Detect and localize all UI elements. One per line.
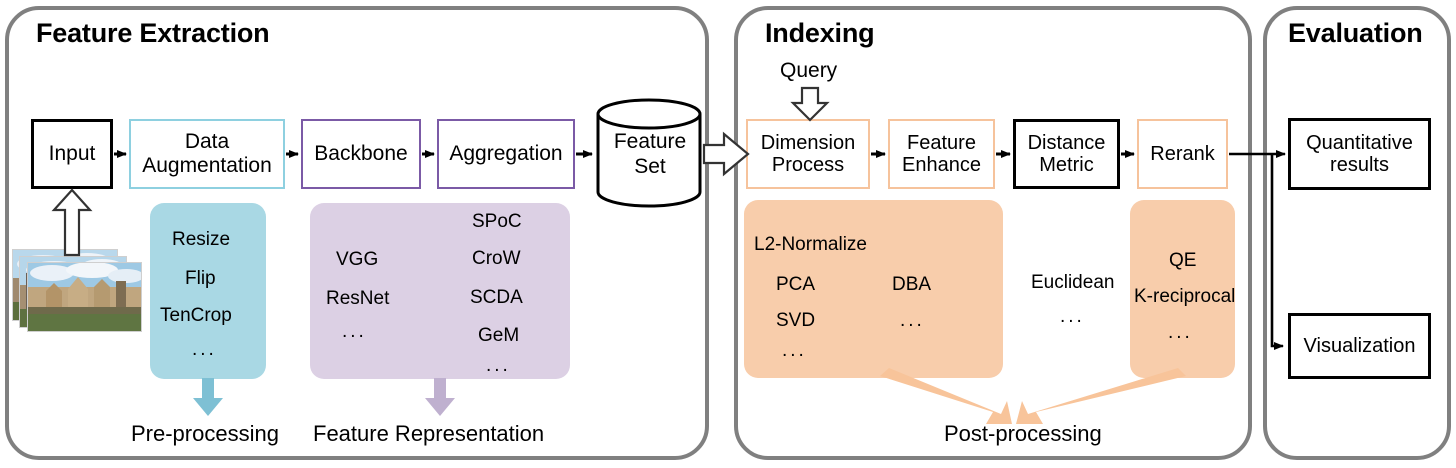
box-dimension-process[interactable]: Dimension Process [746, 119, 870, 189]
box-rerank-label: Rerank [1150, 142, 1215, 165]
box-backbone-label: Backbone [314, 142, 408, 166]
query-label: Query [780, 59, 838, 82]
pool-rerank-item-1: K-reciprocal [1134, 286, 1236, 307]
pool-preprocessing: Resize Flip TenCrop ... [150, 203, 266, 379]
pool-enhance-item-1: ... [900, 310, 925, 331]
pool-dimension-item-3: ... [782, 340, 807, 361]
box-quantitative-results[interactable]: Quantitative results [1288, 118, 1431, 190]
thumbnail-image-front [27, 262, 142, 332]
box-data-augmentation-label-line2: Augmentation [142, 154, 272, 177]
box-input-label: Input [48, 142, 96, 166]
pool-preprocessing-item-3: ... [192, 339, 217, 360]
box-dimension-process-label-line2: Process [771, 154, 845, 176]
pool-backbone-item-1: ResNet [326, 288, 390, 309]
box-input[interactable]: Input [31, 119, 113, 189]
pool-backbone-item-0: VGG [336, 249, 379, 270]
box-data-augmentation[interactable]: Data Augmentation [129, 119, 285, 189]
pool-dimension-item-1: PCA [776, 274, 816, 295]
pool-rerank-item-0: QE [1169, 250, 1197, 271]
box-distance-metric[interactable]: Distance Metric [1013, 119, 1120, 189]
box-aggregation[interactable]: Aggregation [437, 119, 575, 189]
pool-feature-representation: VGG ResNet ... SPoC CroW SCDA GeM ... [310, 203, 570, 379]
pool-aggregation-item-0: SPoC [472, 211, 522, 232]
distance-item-1: ... [1060, 306, 1085, 327]
pool-rerank: QE K-reciprocal ... [1130, 200, 1235, 378]
box-feature-enhance[interactable]: Feature Enhance [888, 119, 995, 189]
box-visualization[interactable]: Visualization [1288, 313, 1431, 379]
cylinder-feature-set-label-line1: Feature [613, 130, 687, 153]
pool-rerank-item-2: ... [1168, 322, 1193, 343]
pool-dimension-item-2: SVD [776, 310, 816, 331]
pool-preprocessing-item-0: Resize [172, 229, 231, 250]
cylinder-feature-set[interactable] [594, 98, 704, 208]
panel-title-indexing: Indexing [765, 18, 875, 48]
cylinder-feature-set-label-line2: Set [634, 155, 666, 178]
panel-evaluation [1263, 6, 1451, 460]
pool-preprocessing-item-2: TenCrop [160, 305, 232, 326]
box-aggregation-label: Aggregation [449, 142, 563, 166]
caption-feature-representation: Feature Representation [313, 421, 545, 446]
pool-backbone-item-2: ... [342, 321, 367, 342]
box-visualization-label: Visualization [1303, 334, 1416, 357]
pool-aggregation-item-4: ... [486, 355, 511, 376]
panel-title-evaluation: Evaluation [1288, 18, 1423, 48]
box-feature-enhance-label-line2: Enhance [902, 154, 981, 176]
pool-enhance-item-0: DBA [892, 274, 932, 295]
pool-dimension-item-0: L2-Normalize [754, 234, 867, 255]
pool-aggregation-item-3: GeM [478, 325, 520, 346]
box-quantitative-results-label-line2: results [1330, 154, 1389, 176]
box-distance-metric-label-line2: Metric [1039, 154, 1094, 176]
caption-preprocessing: Pre-processing [131, 421, 279, 446]
box-data-augmentation-label-line1: Data [184, 130, 230, 154]
caption-post-processing: Post-processing [944, 421, 1102, 446]
pool-dimension-enhance: L2-Normalize PCA SVD ... DBA ... [744, 200, 1003, 378]
pool-preprocessing-item-1: Flip [185, 268, 216, 289]
box-dimension-process-label-line1: Dimension [760, 131, 856, 154]
distance-item-0: Euclidean [1031, 272, 1115, 293]
box-quantitative-results-label-line1: Quantitative [1306, 131, 1413, 154]
box-distance-metric-label-line1: Distance [1027, 131, 1106, 154]
panel-title-feature-extraction: Feature Extraction [36, 18, 270, 48]
box-feature-enhance-label-line1: Feature [907, 131, 976, 154]
pool-aggregation-item-1: CroW [472, 248, 521, 269]
box-backbone[interactable]: Backbone [301, 119, 421, 189]
pool-aggregation-item-2: SCDA [470, 287, 523, 308]
box-rerank[interactable]: Rerank [1137, 119, 1228, 189]
